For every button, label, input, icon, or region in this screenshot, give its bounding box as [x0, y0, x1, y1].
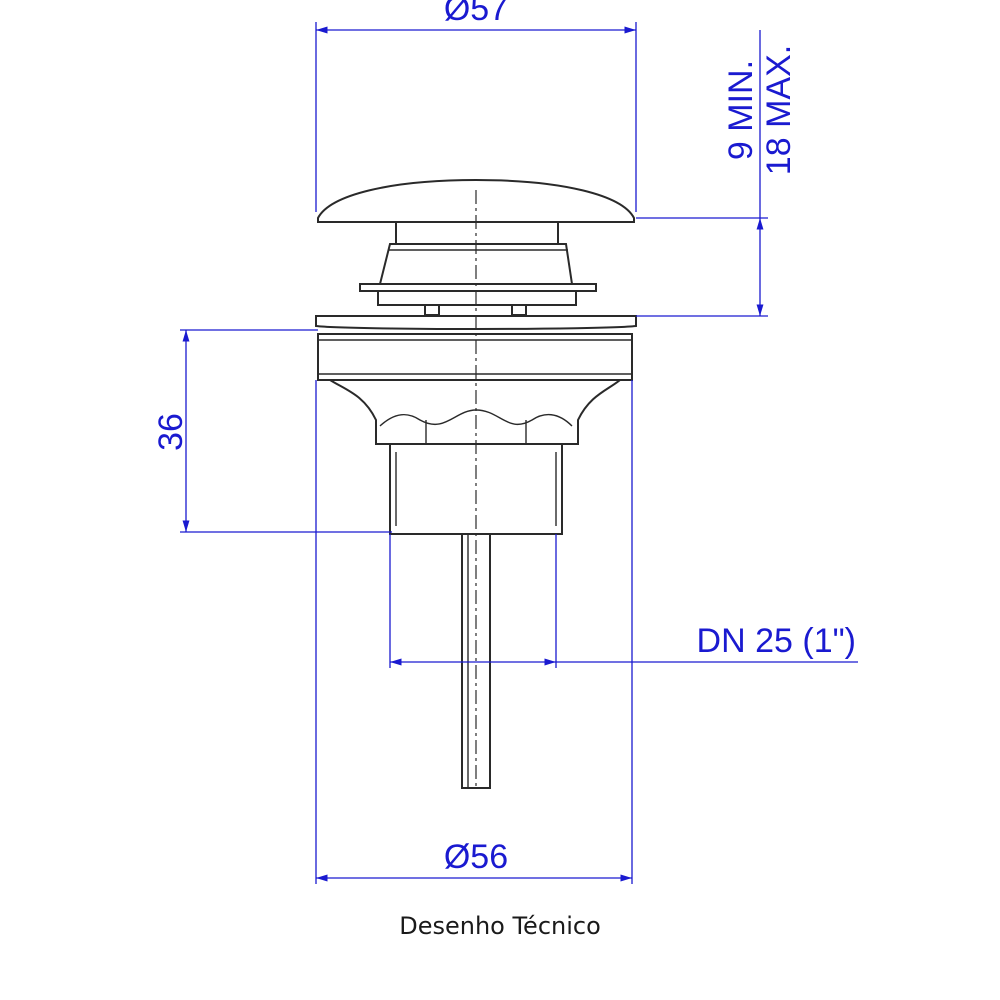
- adjust-min-label: 9 MIN.: [722, 60, 760, 160]
- dimension-labels: Ø57 Ø56 36 9 MIN. 18 MAX. DN 25 (1"): [152, 0, 856, 876]
- adjust-max-label: 18 MAX.: [760, 45, 798, 175]
- bottom-diameter-label: Ø56: [444, 838, 508, 876]
- cap-neck: [395, 221, 559, 245]
- washer: [359, 283, 597, 292]
- dimension-lines: [180, 22, 858, 884]
- height-label: 36: [152, 413, 190, 451]
- funnel: [326, 379, 623, 445]
- drain-valve: [315, 178, 637, 790]
- thread-label: DN 25 (1"): [697, 622, 856, 660]
- housing: [317, 333, 633, 381]
- caption: Desenho Técnico: [399, 912, 601, 940]
- top-diameter-label: Ø57: [444, 0, 508, 28]
